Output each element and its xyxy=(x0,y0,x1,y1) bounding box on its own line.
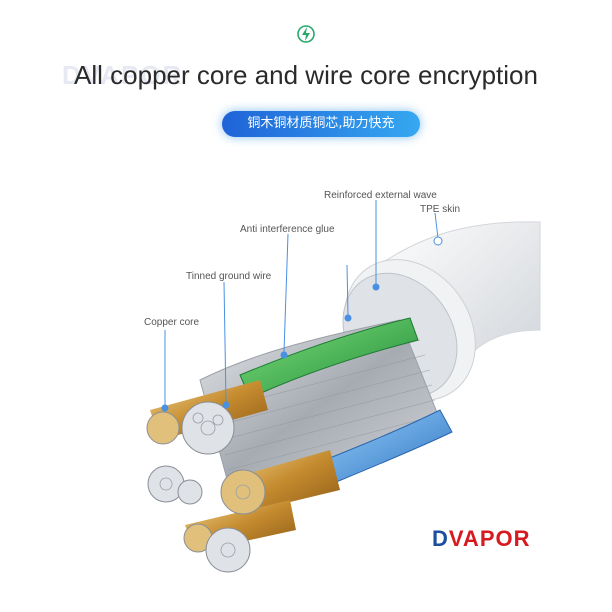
strand-ends xyxy=(146,401,266,573)
label-copper-core: Copper core xyxy=(144,317,200,328)
subtitle-badge: 铜木铜材质铜芯,助力快充 xyxy=(222,111,420,137)
brand-watermark: DVAPOR xyxy=(432,526,531,551)
lightning-bolt-icon xyxy=(297,25,315,43)
label-tinned-ground: Tinned ground wire xyxy=(186,271,272,282)
label-tpe-skin: TPE skin xyxy=(420,204,461,215)
label-anti-glue: Anti interference glue xyxy=(240,224,335,235)
blue-wire xyxy=(299,409,453,493)
green-wire xyxy=(239,317,419,399)
page-title: All copper core and wire core encryption xyxy=(74,60,538,90)
label-reinforced-wave: Reinforced external wave xyxy=(324,190,437,201)
watermark-top: DVAPOR xyxy=(62,60,184,90)
